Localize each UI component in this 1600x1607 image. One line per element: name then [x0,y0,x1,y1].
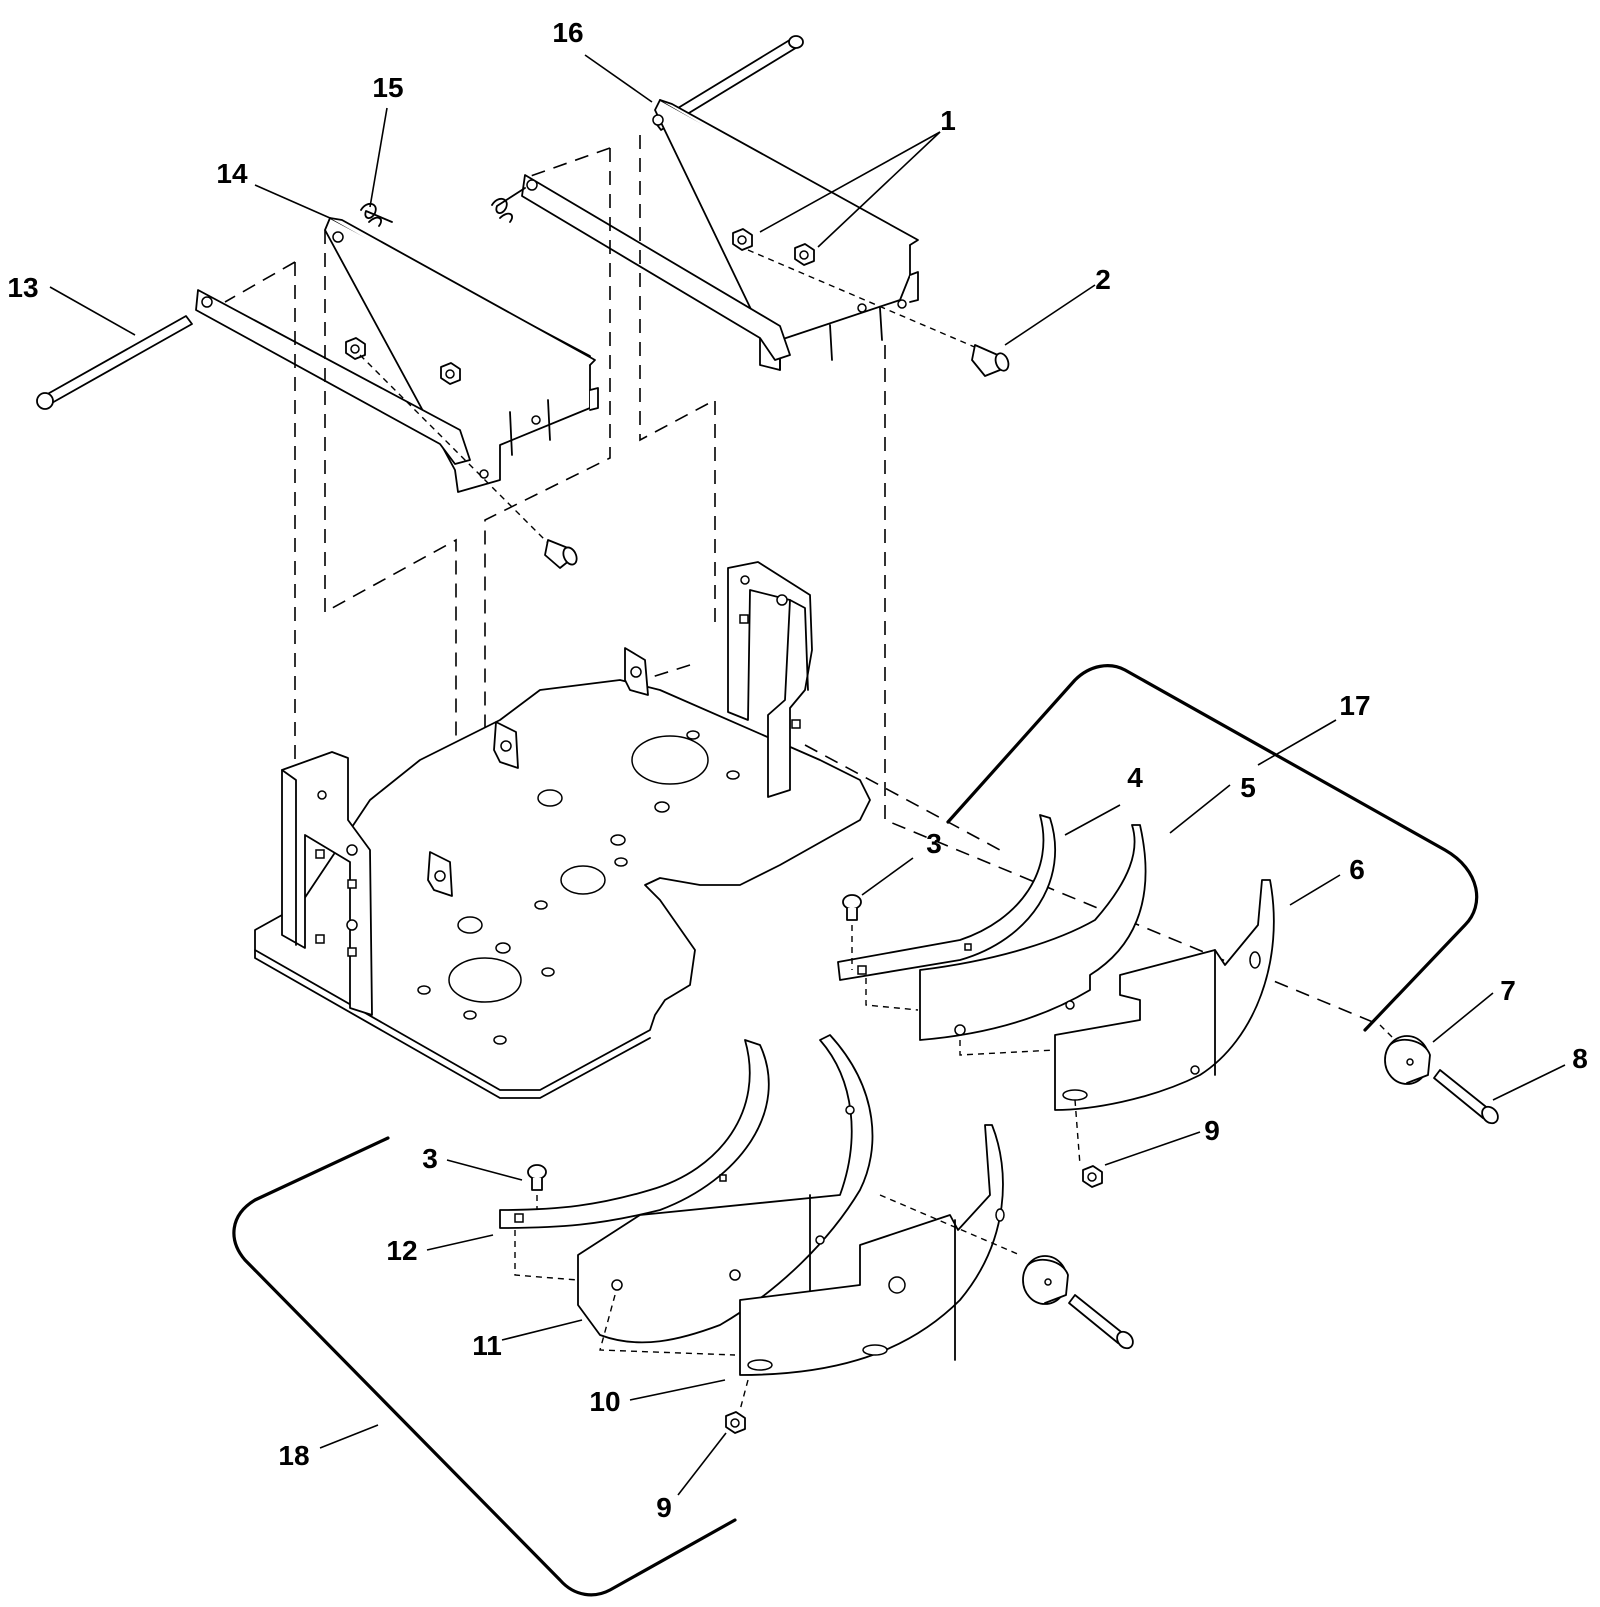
kit-bracket-17 [946,664,1479,1032]
deflector-strip-4 [837,814,1056,981]
bolt-lower [1068,1294,1134,1350]
hex-nut-upper-2 [794,243,815,266]
lower-rail-plate [195,289,471,465]
hex-nut-left-2 [440,362,461,385]
deflector-strip-12 [499,1039,770,1229]
kit-bracket-18 [232,1136,737,1597]
deflector-shield-6 [1054,879,1275,1111]
callout-8: 8 [1572,1043,1588,1074]
cap-screw-upper [971,344,1010,377]
upper-left-bracket [324,217,599,493]
knob-7 [1384,1035,1431,1085]
hair-pin-clip-left [360,203,393,227]
long-pin-16 [654,35,804,131]
deflector-shield-10 [739,1124,1005,1376]
carriage-bolt-3a [842,894,862,921]
leader-lines [49,54,1566,1496]
right-upright-bracket [727,561,813,798]
upper-right-bracket [652,99,919,371]
long-pin-13 [36,315,193,410]
callout-2: 2 [1095,264,1111,295]
callout-14: 14 [216,158,248,189]
callout-3b: 3 [422,1143,438,1174]
callout-6: 6 [1349,854,1365,885]
hex-nut-9a [1082,1165,1103,1188]
callout-17: 17 [1339,690,1370,721]
hair-pin-clip-upper [491,187,526,223]
callout-5: 5 [1240,772,1256,803]
callout-7: 7 [1500,975,1516,1006]
callout-16: 16 [552,17,583,48]
upper-rail-plate [521,174,791,361]
carriage-bolt-3b [527,1164,547,1191]
callout-10: 10 [589,1386,620,1417]
callout-4: 4 [1127,762,1143,793]
callout-11: 11 [472,1330,502,1361]
callout-1: 1 [940,105,956,136]
callout-12: 12 [386,1235,417,1266]
hex-nut-left-1 [345,337,366,360]
left-upright-bracket [281,751,373,1016]
base-tab-mid [493,721,519,769]
callout-9a: 9 [1204,1115,1220,1146]
base-plate [254,679,871,1099]
hex-nut-9b [725,1411,746,1434]
bolt-8 [1433,1069,1499,1125]
callout-15: 15 [372,72,403,103]
deflector-shield-11 [577,1034,874,1344]
base-tab-front [427,851,453,897]
cap-screw-left [544,539,578,569]
deflector-shield-5 [919,824,1147,1041]
callout-9b: 9 [656,1492,672,1523]
hex-nut-upper-1 [732,228,753,251]
knob-lower [1022,1255,1069,1305]
callout-18: 18 [278,1440,309,1471]
callout-13: 13 [7,272,38,303]
callout-3a: 3 [926,828,942,859]
base-tab-rear [624,647,649,696]
